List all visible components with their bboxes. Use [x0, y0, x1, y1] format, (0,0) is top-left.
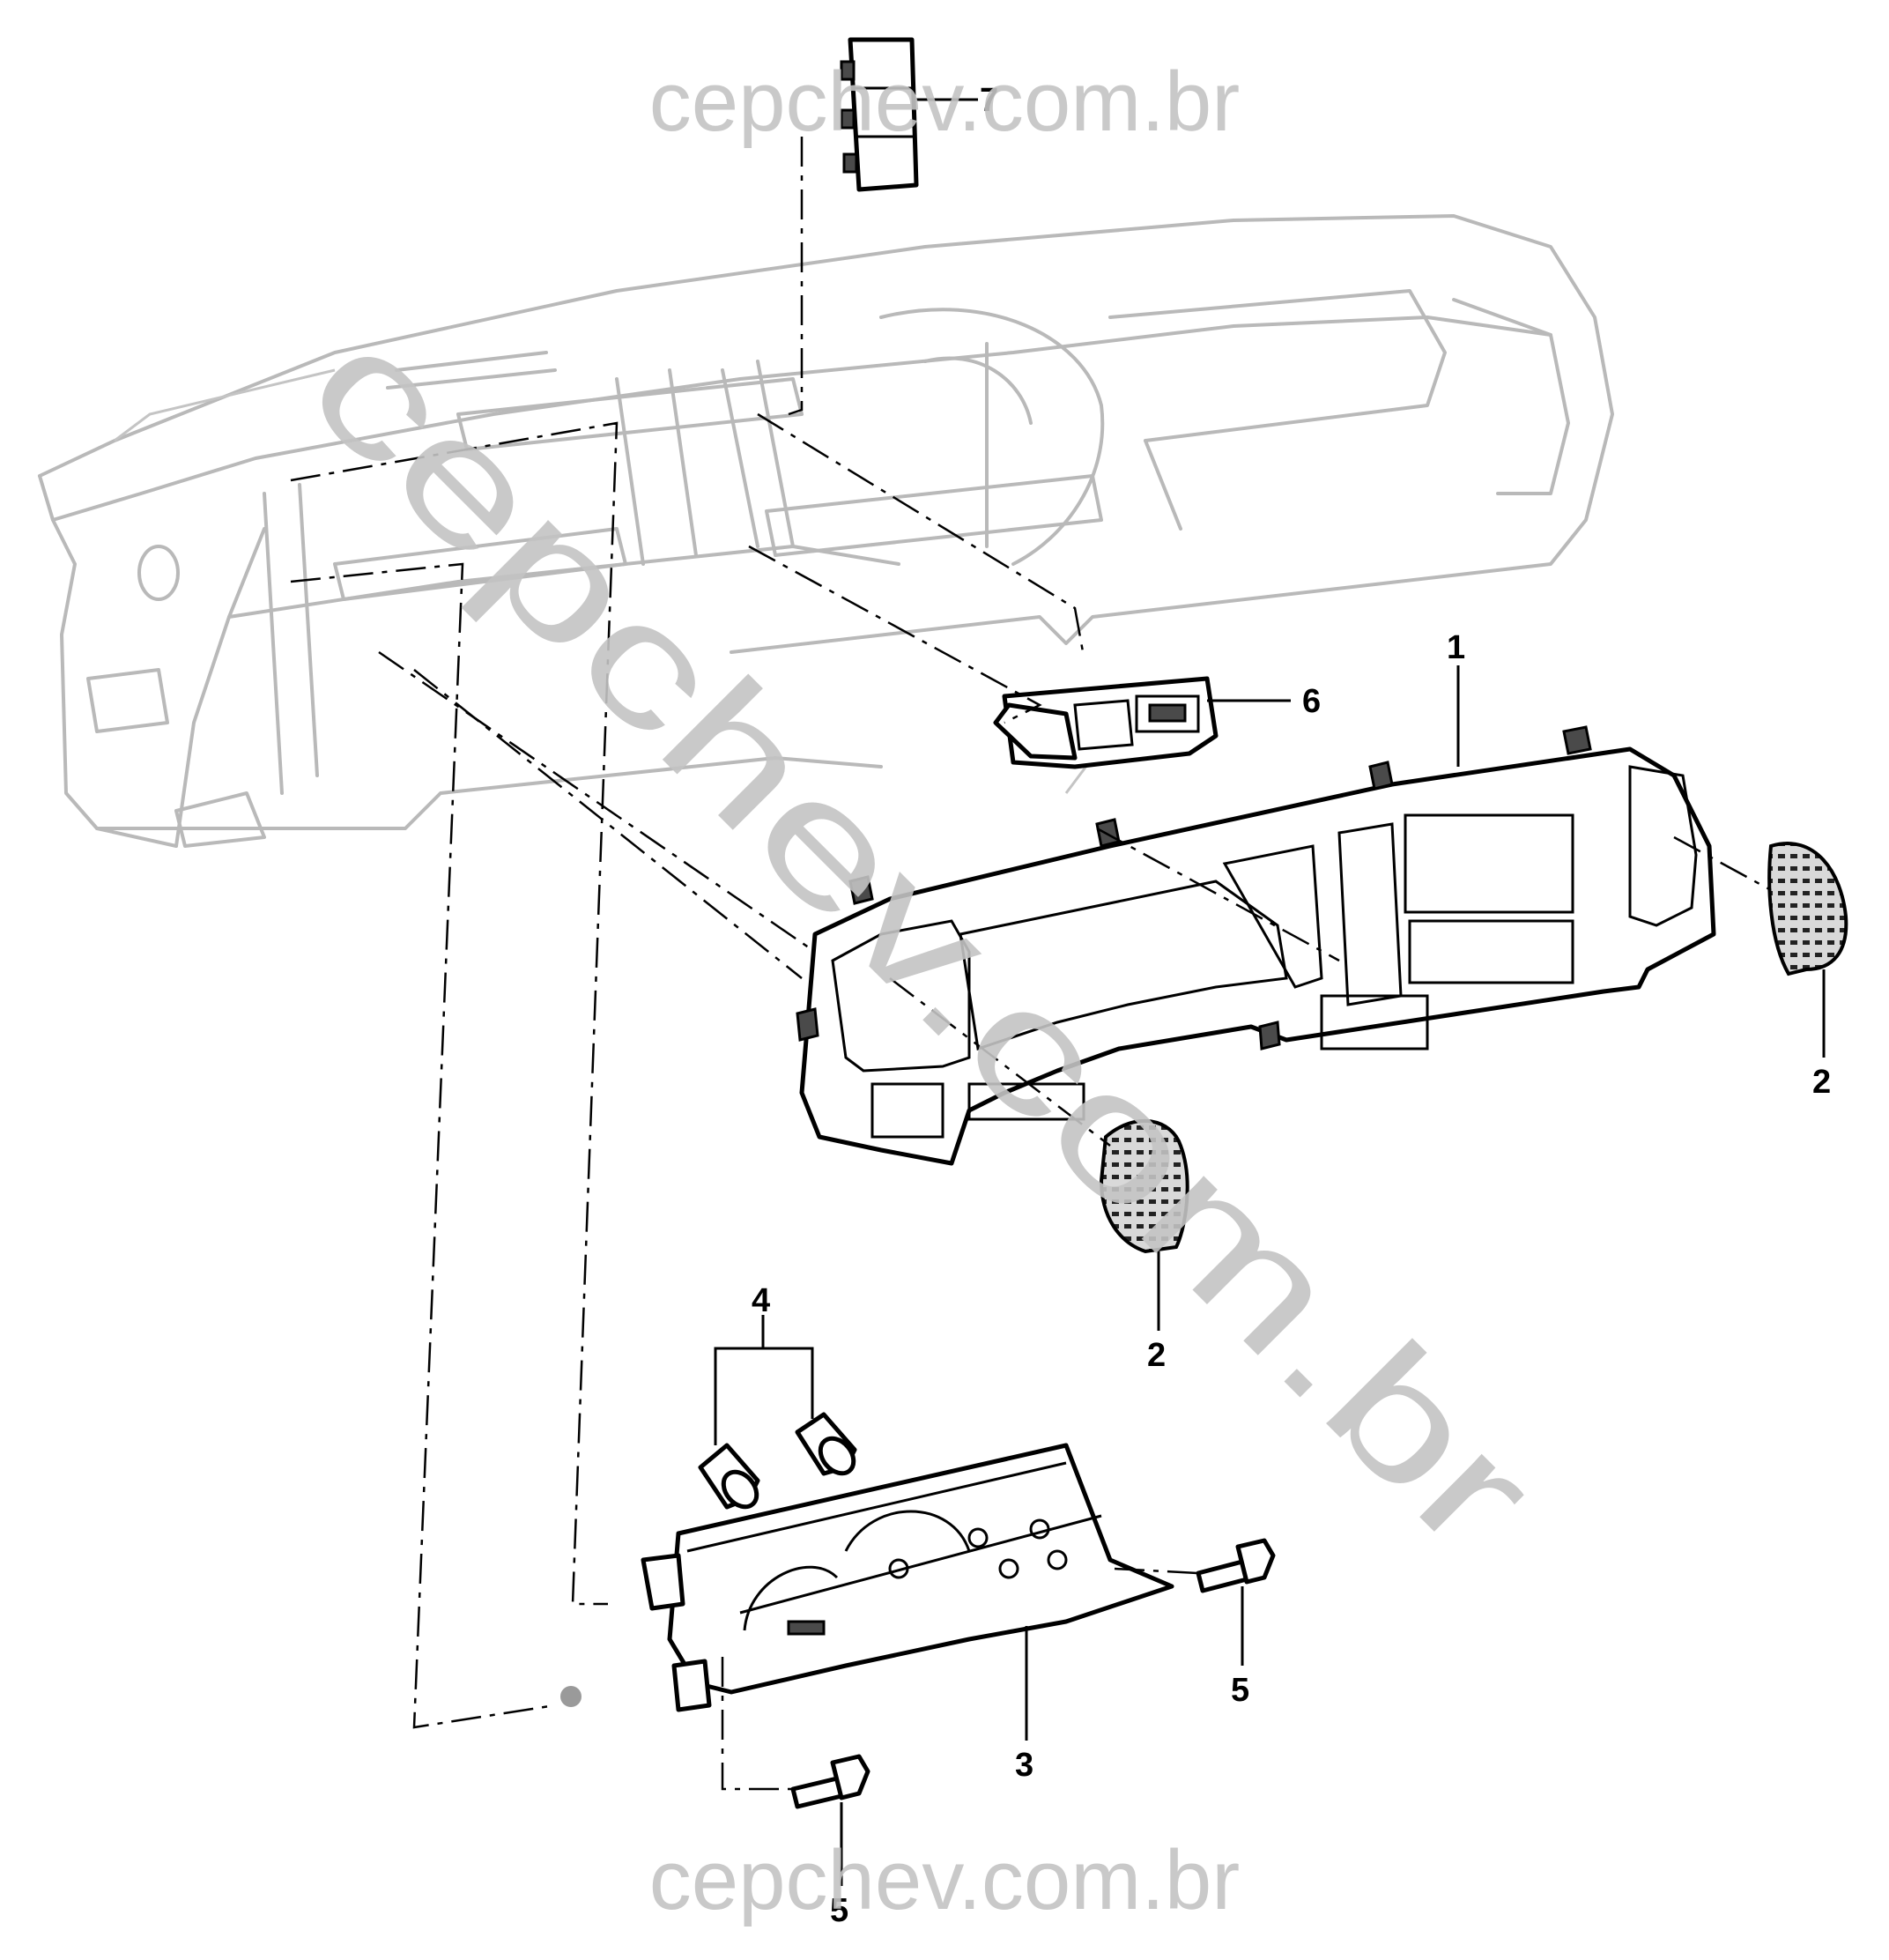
- callout-4: 4: [752, 1282, 770, 1319]
- callout-6: 6: [1302, 683, 1321, 720]
- screw-bottom-part-5: [790, 1754, 870, 1809]
- callout-5-bottom: 5: [830, 1892, 848, 1929]
- callout-2-right: 2: [1812, 1064, 1831, 1101]
- instrument-bezel-part-1: [796, 725, 1716, 1166]
- dashboard-outline: [38, 214, 1614, 848]
- callout-labels: 7 6 1 2 2 4 3 5 5: [752, 82, 1831, 1929]
- clock-module-part-6: [993, 676, 1219, 769]
- callout-2-center: 2: [1147, 1337, 1166, 1374]
- screw-right-part-5: [1196, 1538, 1276, 1593]
- instrument-cluster-part-3: [641, 1443, 1174, 1712]
- callout-7: 7: [980, 82, 998, 119]
- callout-1: 1: [1447, 629, 1465, 666]
- watermark-bottom: cepchev.com.br: [649, 1833, 1241, 1927]
- callout-3: 3: [1015, 1747, 1033, 1784]
- callout-5-right: 5: [1231, 1672, 1249, 1709]
- bulbs-part-4: [698, 1412, 857, 1510]
- leader-lines: [714, 98, 1826, 1886]
- switch-block-part-7: [840, 37, 919, 192]
- assembly-lines: [290, 137, 1772, 1791]
- air-vent-right-part-2: [1767, 842, 1848, 976]
- watermark-top: cepchev.com.br: [649, 55, 1241, 149]
- air-vent-center-part-2: [1099, 1119, 1189, 1254]
